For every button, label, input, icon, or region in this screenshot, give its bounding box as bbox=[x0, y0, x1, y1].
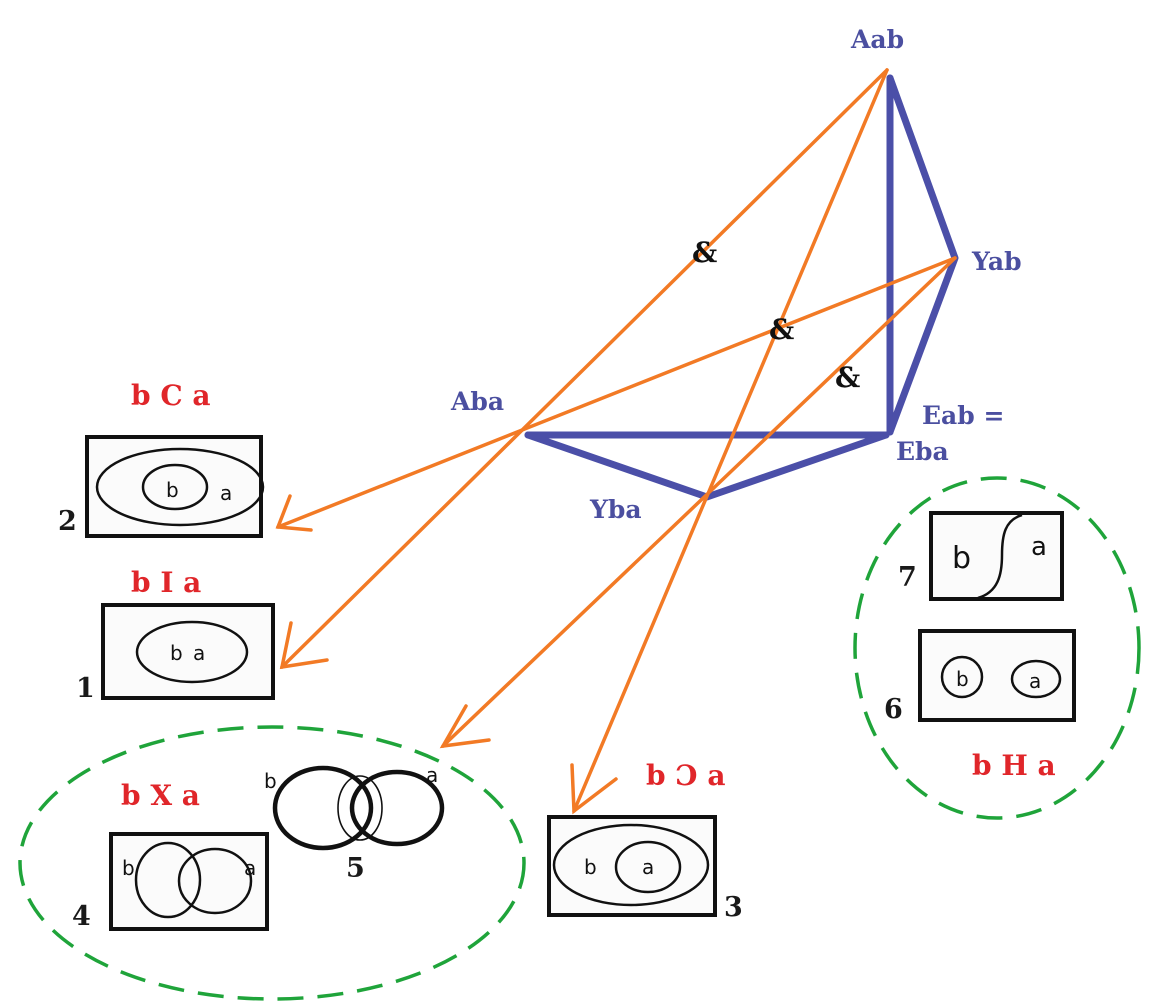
set-label-a: a bbox=[244, 856, 256, 880]
vertex-label-yab: Yab bbox=[971, 247, 1022, 276]
box-number: 1 bbox=[76, 673, 95, 704]
arrowhead-box1 bbox=[279, 621, 329, 670]
vertex-label-yba: Yba bbox=[589, 495, 642, 524]
box-number: 4 bbox=[72, 901, 91, 932]
group-ellipse-overlap bbox=[18, 725, 526, 1001]
vertex-label-eab: Eab = bbox=[922, 401, 1004, 430]
set-label-a: a bbox=[220, 481, 232, 505]
box-number: 2 bbox=[58, 506, 77, 537]
inference-arrows bbox=[275, 68, 957, 815]
arrowhead-box2 bbox=[275, 494, 313, 532]
set-label-b: b bbox=[166, 478, 179, 502]
set-label-a: a bbox=[426, 763, 438, 787]
box-number: 5 bbox=[346, 853, 365, 884]
venn-box-6: b a 6 bbox=[884, 629, 1076, 725]
arrow-aab-to-box3 bbox=[572, 68, 889, 813]
arrowhead-box5 bbox=[439, 704, 491, 749]
vertex-label-eba: Eba bbox=[896, 437, 949, 466]
venn-box-2: b a 2 bbox=[58, 435, 265, 538]
relation-label-bXa: b X a bbox=[121, 779, 200, 812]
set-label-b: b bbox=[122, 856, 135, 880]
venn-box-1: b a 1 bbox=[76, 603, 275, 704]
vertex-label-aba: Aba bbox=[450, 387, 504, 416]
arrow-aab-to-box1 bbox=[280, 68, 889, 669]
conjunction-mark: & bbox=[835, 361, 860, 394]
set-label-b: b bbox=[170, 641, 183, 665]
box-number: 7 bbox=[898, 562, 917, 593]
set-label-b: b bbox=[264, 769, 277, 793]
relation-label-bHa: b H a bbox=[972, 749, 1056, 782]
square-of-opposition bbox=[524, 74, 959, 501]
box-number: 3 bbox=[724, 892, 743, 923]
set-label-a: a bbox=[193, 641, 205, 665]
set-label-a: a bbox=[1031, 532, 1047, 562]
relation-label-bCa: b C a bbox=[131, 379, 211, 412]
conjunction-mark: & bbox=[769, 313, 794, 346]
set-label-b: b bbox=[952, 541, 971, 576]
edge-aba-yba-eba bbox=[524, 431, 890, 501]
box-number: 6 bbox=[884, 694, 903, 725]
venn-figure-5: b a 5 bbox=[264, 763, 445, 884]
set-label-a: a bbox=[642, 855, 654, 879]
relation-label-bReverseCa: b Ɔ a bbox=[646, 759, 726, 792]
edge-aab-yab-eab bbox=[886, 74, 959, 436]
conjunction-mark: & bbox=[692, 236, 717, 269]
group-ellipse-disjoint bbox=[853, 476, 1141, 820]
venn-box-4: b a 4 bbox=[72, 832, 269, 932]
arrowhead-box3 bbox=[570, 763, 618, 815]
arrow-yab-to-box2 bbox=[276, 256, 957, 529]
venn-box-3: b a 3 bbox=[547, 815, 743, 923]
arrow-yab-to-box5 bbox=[441, 256, 957, 748]
set-label-a: a bbox=[1029, 669, 1041, 693]
set-label-b: b bbox=[956, 667, 969, 691]
vertex-label-aab: Aab bbox=[850, 25, 904, 54]
set-label-b: b bbox=[584, 855, 597, 879]
venn-box-7: b a 7 bbox=[898, 511, 1064, 601]
relation-label-bIa: b I a bbox=[131, 566, 201, 599]
